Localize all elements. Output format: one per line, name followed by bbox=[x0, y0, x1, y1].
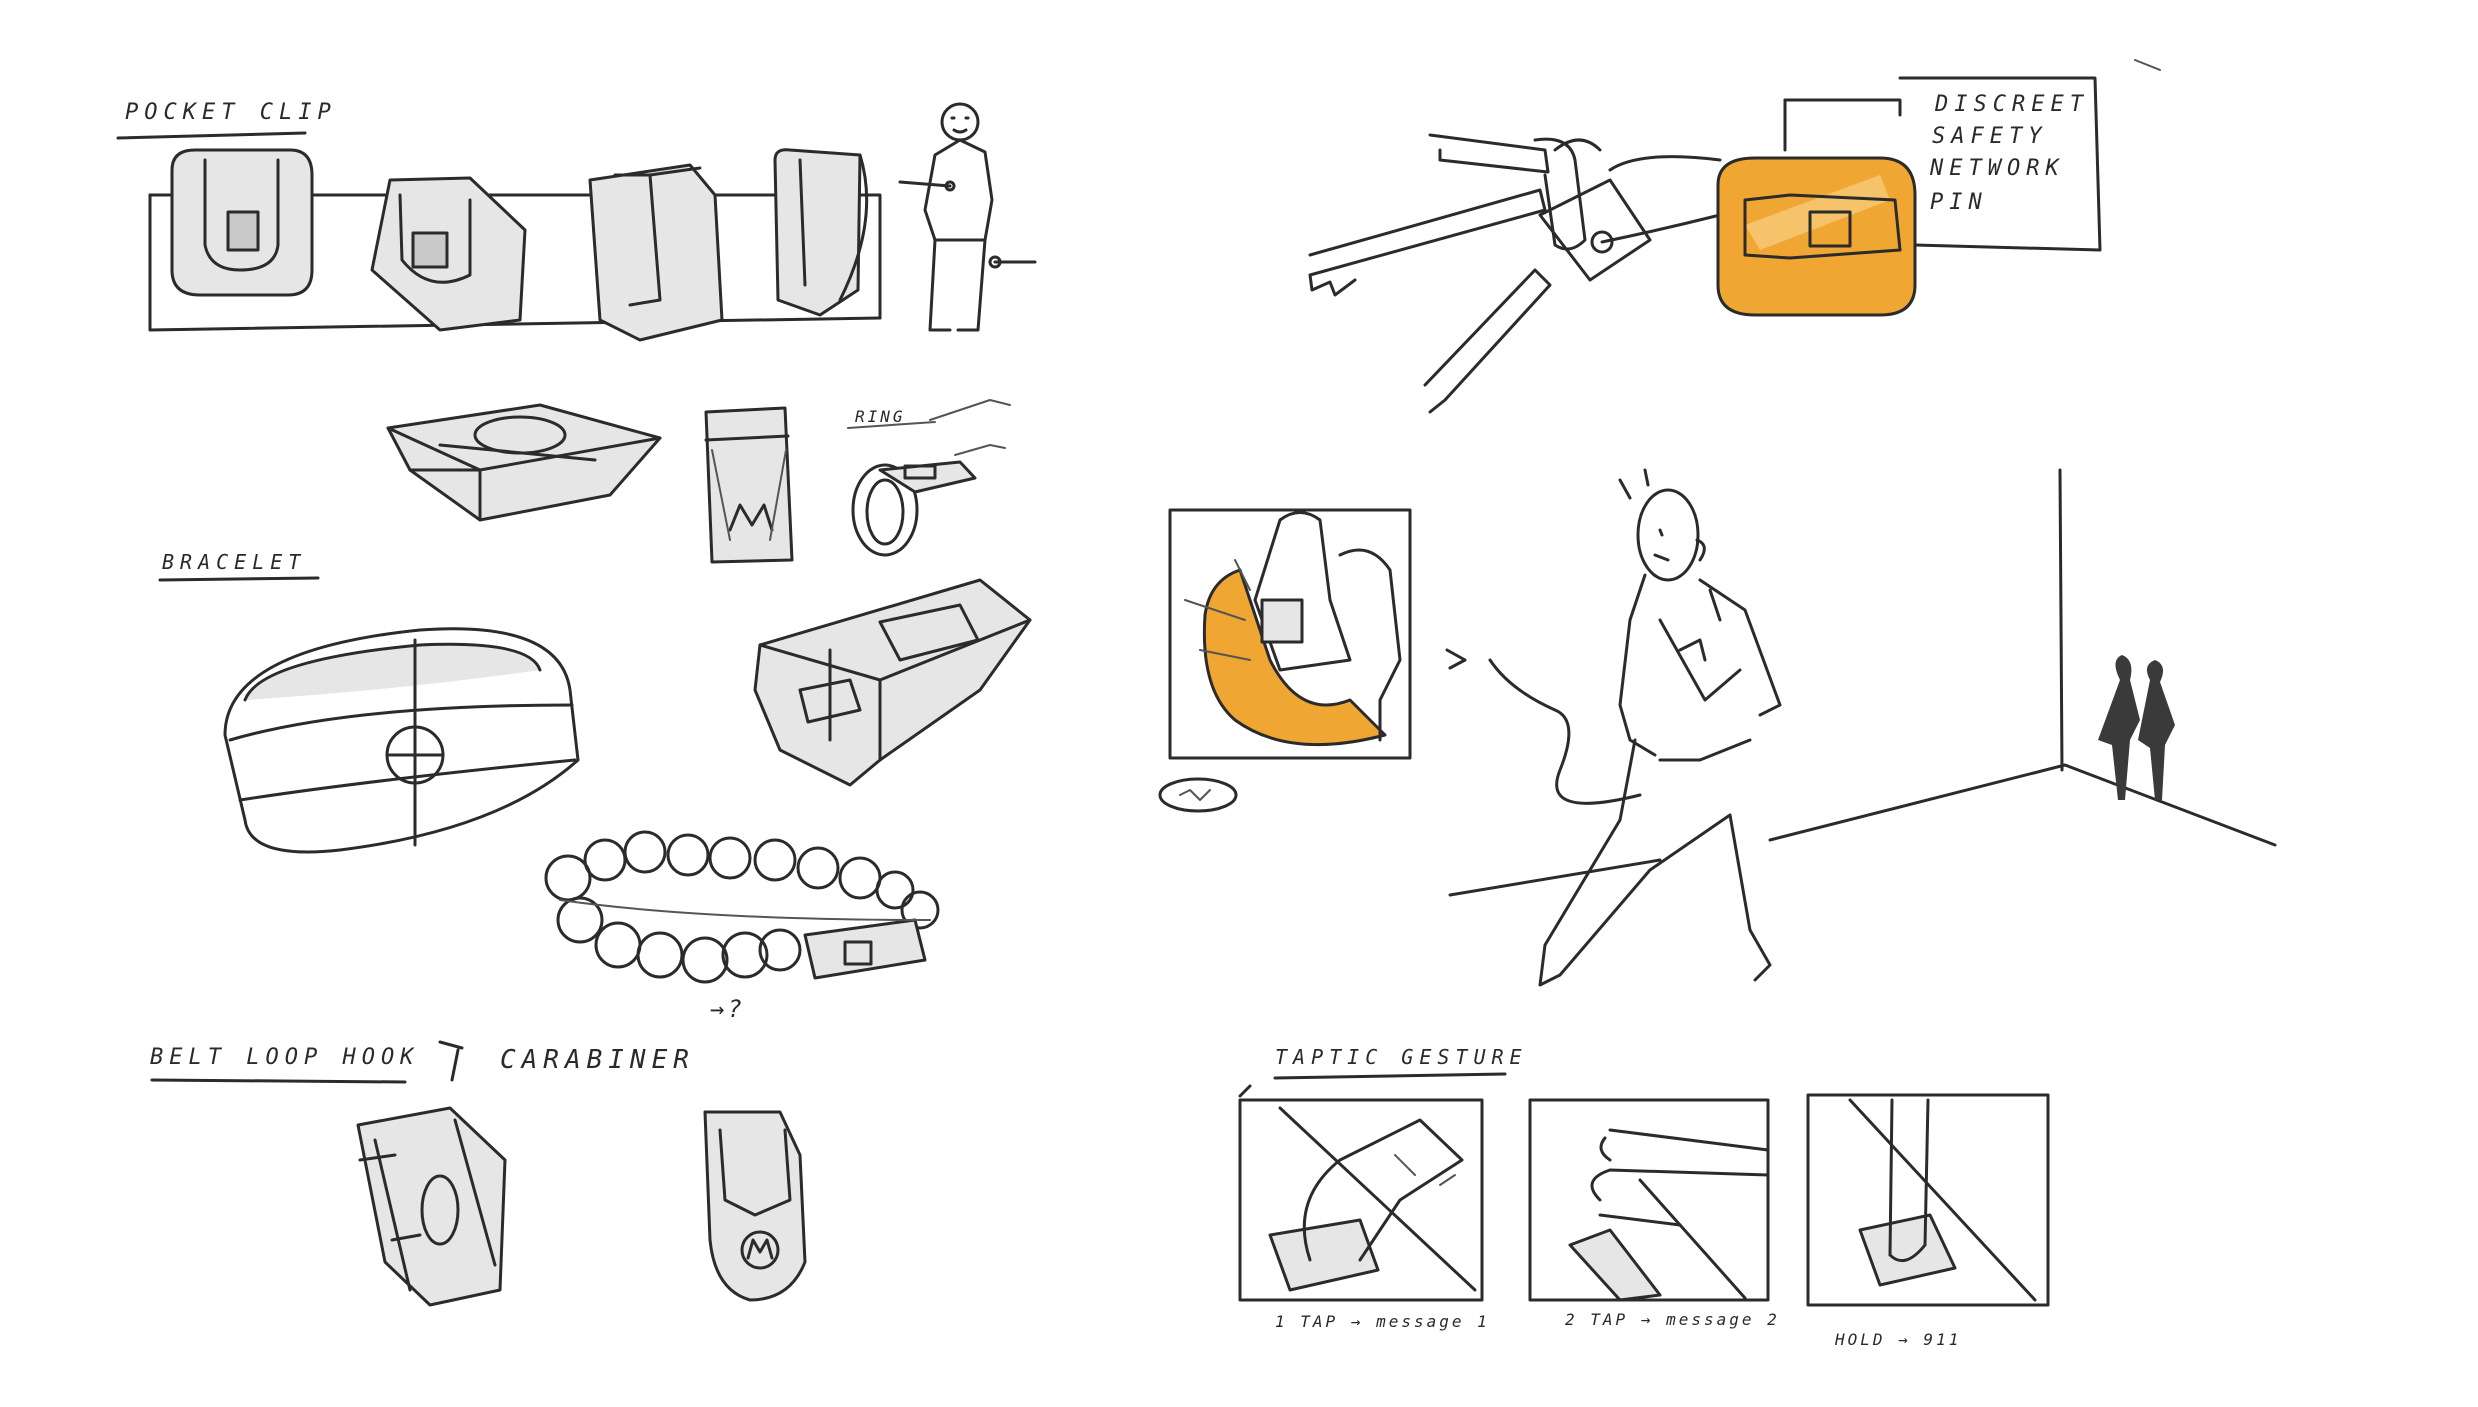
taptic-gesture-panels bbox=[1238, 1084, 2050, 1307]
label-bracelet: BRACELET bbox=[162, 550, 307, 574]
label-taptic-gesture: TAPTIC GESTURE bbox=[1275, 1045, 1528, 1069]
label-two-tap: 2 TAP → message 2 bbox=[1565, 1310, 1780, 1329]
label-pin-1: DISCREET bbox=[1935, 92, 2089, 117]
label-hold: HOLD → 911 bbox=[1835, 1330, 1962, 1349]
gesture-panel-two-tap bbox=[1528, 1098, 1770, 1302]
keychain-group bbox=[1308, 59, 2161, 414]
label-question: →? bbox=[710, 995, 745, 1023]
gesture-panel-hold bbox=[1806, 1093, 2050, 1307]
label-pin-4: PIN bbox=[1930, 190, 1988, 215]
pocket-clip-sketch-1 bbox=[170, 148, 314, 297]
label-ring: RING bbox=[855, 407, 906, 426]
pocket-clip-person bbox=[898, 102, 1037, 332]
label-carabiner: CARABINER bbox=[500, 1045, 695, 1075]
label-underlines bbox=[116, 131, 1507, 1084]
bracelet-slab-sketch bbox=[753, 578, 1032, 787]
pin-closeup-inset bbox=[1168, 508, 1412, 760]
speech-bubble-icon bbox=[1158, 777, 1238, 813]
pocket-clip-group bbox=[148, 102, 1037, 342]
ring-sketch bbox=[851, 399, 1011, 557]
pocket-clip-sketch-3 bbox=[588, 163, 724, 342]
safety-pin-device bbox=[1716, 156, 1917, 317]
walking-person bbox=[1538, 468, 1782, 987]
hub-device-sketch bbox=[386, 403, 662, 522]
pocket-clip-sketch-4 bbox=[773, 148, 869, 317]
label-pocket-clip: POCKET CLIP bbox=[125, 100, 337, 125]
silhouette-figures bbox=[2098, 655, 2175, 800]
label-belt-loop-hook: BELT LOOP HOOK bbox=[150, 1045, 420, 1070]
pocket-clip-sketch-2 bbox=[370, 176, 527, 332]
walking-person-scene bbox=[1158, 468, 2277, 987]
label-pin-2: SAFETY bbox=[1932, 124, 2048, 149]
tag-device-sketch bbox=[704, 406, 794, 564]
gesture-panel-one-tap bbox=[1238, 1098, 1484, 1302]
label-pin-3: NETWORK bbox=[1930, 156, 2065, 181]
bead-bracelet-sketch bbox=[544, 830, 940, 984]
label-one-tap: 1 TAP → message 1 bbox=[1275, 1312, 1490, 1331]
bracelet-band-sketch bbox=[223, 627, 580, 854]
carabiner-sketch bbox=[703, 1110, 807, 1302]
belt-loop-hook-sketch bbox=[356, 1106, 507, 1307]
